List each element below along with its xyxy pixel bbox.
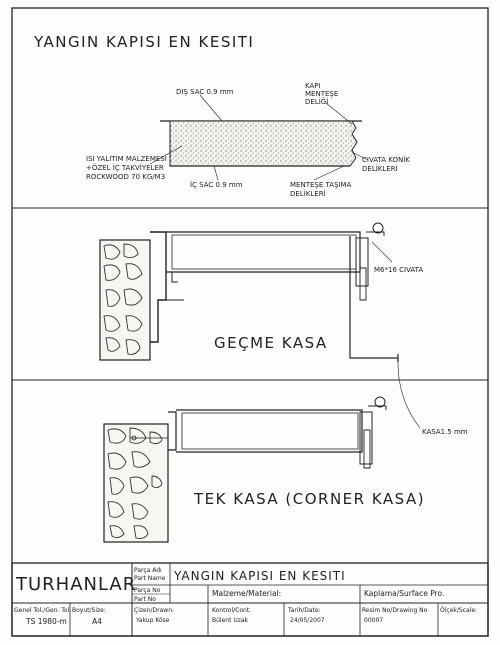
leader-frame-thickness: [397, 361, 421, 429]
leader-carry: [313, 165, 345, 181]
geçme-frame: [150, 222, 399, 362]
drawn-label: Çizen/Drawn:: [134, 607, 174, 614]
leader-hinge-hole: [325, 102, 353, 125]
size-value: A4: [92, 617, 102, 626]
control-label: Kontrol/Cont.: [212, 607, 251, 614]
control-value: Bülent Uzak: [212, 617, 249, 624]
part-name-label-1: Parça Adı: [134, 567, 162, 574]
label-insulation-2: +ÖZEL İÇ TAKVİYELER: [86, 163, 164, 172]
label-carry-2: DELİKLERİ: [290, 189, 326, 198]
leader-bottom-sheet: [213, 165, 219, 181]
door-leaf-section: [149, 94, 369, 181]
title-block: [11, 562, 489, 637]
sheet-border: [11, 7, 489, 637]
label-conic-2: DELİKLERİ: [362, 164, 398, 173]
date-value: 24/05/2007: [290, 617, 325, 624]
label-conic-1: CIVATA KONİK: [362, 155, 410, 164]
label-insulation-3: ROCKWOOD 70 KG/M3: [86, 173, 165, 181]
company-name: TURHANLAR: [15, 574, 136, 595]
leader-insulation: [149, 145, 183, 165]
wall-masonry-2: [103, 423, 169, 543]
main-title: YANGIN KAPISI EN KESITI: [33, 33, 254, 51]
date-label: Tarih/Date:: [287, 607, 321, 614]
leader-top-sheet: [199, 94, 223, 122]
label-carry-1: MENTEŞE TAŞIMA: [290, 181, 352, 189]
drawing-no-label: Resim No/Drawing No: [362, 607, 428, 614]
part-no-label-2: Part No: [134, 596, 156, 603]
drawing-no-value: 00007: [364, 617, 383, 624]
corner-frame: [130, 396, 387, 469]
section2-title: GEÇME KASA: [214, 334, 328, 352]
scale-label: Ölçek/Scale:: [440, 607, 477, 614]
tolerance-value: TS 1980-m: [25, 617, 67, 626]
label-hinge-hole-3: DELİĞİ: [305, 97, 328, 106]
label-bottom-sheet: İÇ SAC 0.9 mm: [190, 180, 243, 189]
part-name-label-2: Part Name: [134, 575, 166, 582]
material-label: Malzeme/Material:: [212, 589, 281, 598]
part-no-label-1: Parça No: [134, 587, 161, 594]
coating-label: Kaplama/Surface Pro.: [364, 589, 444, 598]
section3-title: TEK KASA (CORNER KASA): [193, 490, 425, 508]
label-insulation-1: ISI YALITIM MALZEMESİ: [86, 154, 167, 163]
label-frame-thickness: KASA1.5 mm: [422, 428, 468, 436]
label-top-sheet: DIŞ SAC 0.9 mm: [176, 88, 234, 96]
drawn-value: Yakup Köse: [135, 617, 170, 624]
label-hinge-hole-1: KAPI: [305, 82, 321, 90]
tolerance-label: Genel Tol./Gen. Tol.: [14, 607, 71, 614]
label-bolt: M6*16 CIVATA: [374, 266, 423, 274]
size-label: Boyut/Size:: [72, 607, 106, 614]
label-hinge-hole-2: MENTEŞE: [305, 90, 338, 98]
wall-masonry-1: [99, 239, 151, 361]
leader-conic: [351, 151, 369, 161]
part-name-value: YANGIN KAPISI EN KESITI: [173, 569, 346, 583]
